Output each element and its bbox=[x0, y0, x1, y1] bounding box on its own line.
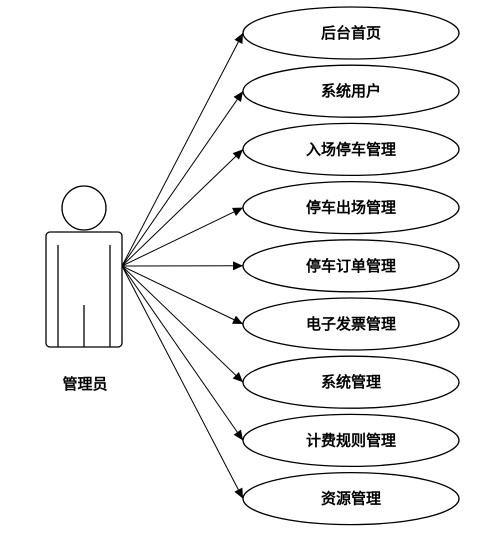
actor-head bbox=[61, 185, 107, 231]
arrowhead bbox=[232, 372, 243, 383]
use-case-ellipse bbox=[242, 471, 460, 526]
use-case-ellipse bbox=[242, 239, 460, 293]
use-case-label: 停车订单管理 bbox=[306, 257, 396, 275]
arrowhead bbox=[232, 207, 243, 216]
association-line bbox=[121, 265, 244, 325]
association-line bbox=[121, 265, 244, 499]
associations bbox=[121, 32, 244, 499]
association-line bbox=[121, 32, 244, 267]
use-case-label: 入场停车管理 bbox=[306, 140, 396, 158]
arrowhead bbox=[232, 261, 243, 271]
use-case-label: 资源管理 bbox=[321, 490, 381, 508]
association-line bbox=[121, 90, 244, 267]
use-case-label: 电子发票管理 bbox=[306, 315, 396, 333]
use-case-ellipse bbox=[242, 6, 460, 60]
use-case-label: 系统用户 bbox=[321, 82, 381, 100]
use-case-ellipse bbox=[242, 297, 460, 351]
use-case-label: 后台首页 bbox=[321, 24, 381, 42]
arrowhead bbox=[232, 315, 243, 324]
actor-label: 管理员 bbox=[62, 375, 108, 393]
use-case-ellipse bbox=[242, 355, 460, 409]
use-case-ellipse bbox=[242, 180, 460, 235]
association-line bbox=[121, 265, 244, 441]
arrowhead bbox=[234, 33, 243, 44]
association-line bbox=[121, 149, 244, 267]
arrowhead bbox=[233, 429, 243, 441]
use-case-ellipse bbox=[242, 413, 460, 468]
arrowhead bbox=[234, 487, 243, 499]
association-line bbox=[121, 265, 244, 383]
actor-figure bbox=[45, 185, 123, 348]
association-line bbox=[121, 207, 244, 267]
use-case-ellipse bbox=[242, 64, 460, 118]
use-case-label: 系统管理 bbox=[321, 373, 381, 391]
use-case-label: 计费规则管理 bbox=[306, 431, 396, 449]
arrowhead bbox=[232, 149, 243, 160]
use-case-label: 停车出场管理 bbox=[306, 199, 396, 217]
use-case-ellipse bbox=[242, 122, 460, 177]
use-cases: 后台首页系统用户入场停车管理停车出场管理停车订单管理电子发票管理系统管理计费规则… bbox=[242, 6, 460, 526]
arrowhead bbox=[233, 91, 243, 102]
